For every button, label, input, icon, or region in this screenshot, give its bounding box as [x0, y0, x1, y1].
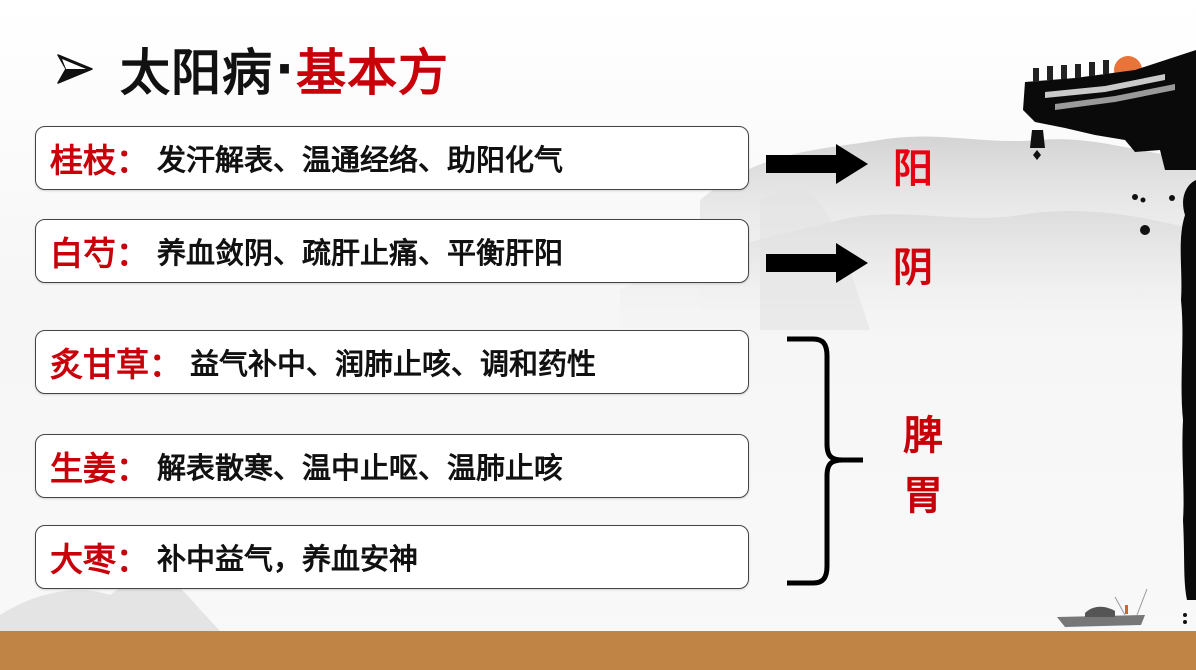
right-arrow-icon — [766, 243, 868, 283]
target-stomach: 胃 — [903, 473, 943, 519]
title-separator: · — [275, 40, 294, 98]
target-yin: 阴 — [893, 245, 933, 291]
herb-name: 白芍 — [50, 234, 116, 273]
herb-colon: ： — [116, 449, 149, 488]
herb-effects: 养血敛阴、疏肝止痛、平衡肝阳 — [157, 236, 564, 270]
footer-bar — [0, 631, 1196, 670]
herb-box-shengjiang: 生姜 ： 解表散寒、温中止呕、温肺止咳 — [35, 434, 749, 498]
herb-colon: ： — [116, 141, 149, 180]
herb-effects: 发汗解表、温通经络、助阳化气 — [157, 143, 564, 177]
title-formula: 基本方 — [296, 44, 449, 102]
title-disease: 太阳病 — [120, 44, 273, 102]
herb-colon: ： — [116, 540, 149, 579]
target-spleen: 脾 — [903, 413, 943, 459]
hanging-bell-icon — [1030, 130, 1045, 148]
arrowhead-bullet-icon — [57, 54, 93, 84]
herb-colon: ： — [149, 345, 182, 384]
herb-box-dazao: 大枣 ： 补中益气，养血安神 — [35, 525, 749, 589]
herb-box-guizhi: 桂枝 ： 发汗解表、温通经络、助阳化气 — [35, 126, 749, 190]
herb-effects: 益气补中、润肺止咳、调和药性 — [190, 347, 597, 381]
herb-name: 桂枝 — [50, 141, 116, 180]
herb-box-zhigancao: 炙甘草 ： 益气补中、润肺止咳、调和药性 — [35, 330, 749, 394]
herb-effects: 解表散寒、温中止呕、温肺止咳 — [157, 451, 564, 485]
right-brace-icon — [787, 336, 863, 586]
boat-decoration — [1057, 588, 1148, 627]
herb-name: 大枣 — [50, 540, 116, 579]
herb-colon: ： — [116, 234, 149, 273]
target-yang: 阳 — [893, 146, 933, 192]
herb-name: 炙甘草 — [50, 345, 149, 384]
slide-title: 太阳病 · 基本方 — [56, 34, 449, 104]
herb-effects: 补中益气，养血安神 — [157, 542, 419, 576]
herb-box-baishao: 白芍 ： 养血敛阴、疏肝止痛、平衡肝阳 — [35, 219, 749, 283]
herb-name: 生姜 — [50, 449, 116, 488]
right-arrow-icon — [766, 144, 868, 184]
temple-roof-ink-decoration — [1023, 50, 1196, 624]
